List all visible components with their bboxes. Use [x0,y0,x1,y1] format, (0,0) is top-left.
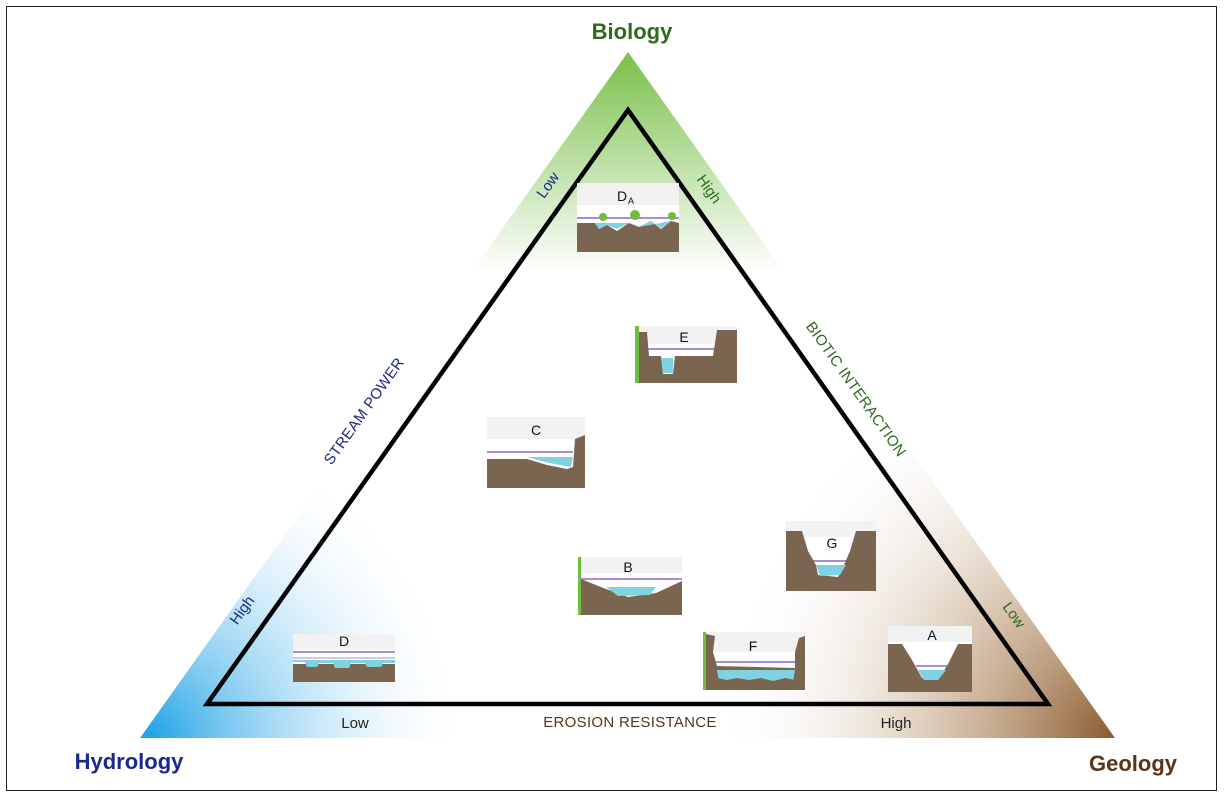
channel-thumbnail-g: G [786,521,876,591]
channel-label-f: F [749,638,758,654]
level-erosion-high: High [881,715,912,732]
channel-label-b: B [623,559,632,575]
corner-label-hydrology: Hydrology [75,749,185,774]
channel-label-a: A [927,627,937,643]
channel-subscript-da: A [628,196,634,206]
edge-label-erosion-resistance: EROSION RESISTANCE [543,714,716,731]
inner-triangle-outline [202,106,1053,707]
channel-thumbnail-b: B [578,557,682,615]
channel-thumbnail-a: A [888,626,972,692]
level-erosion-low: Low [341,715,369,732]
channel-thumbnail-e: E [635,326,737,383]
figure-border [6,6,1217,791]
channel-thumbnail-c: C [487,417,585,488]
channel-label-d: D [339,633,349,649]
corner-label-geology: Geology [1089,751,1178,776]
corner-label-biology: Biology [592,19,673,44]
channel-thumbnail-f: F [703,632,805,690]
channel-label-c: C [531,422,541,438]
channel-thumbnail-da: D A [577,183,679,252]
channel-label-da: D [617,188,627,204]
channel-thumbnail-d: D [293,633,395,682]
channel-label-e: E [679,329,688,345]
channel-label-g: G [827,535,838,551]
